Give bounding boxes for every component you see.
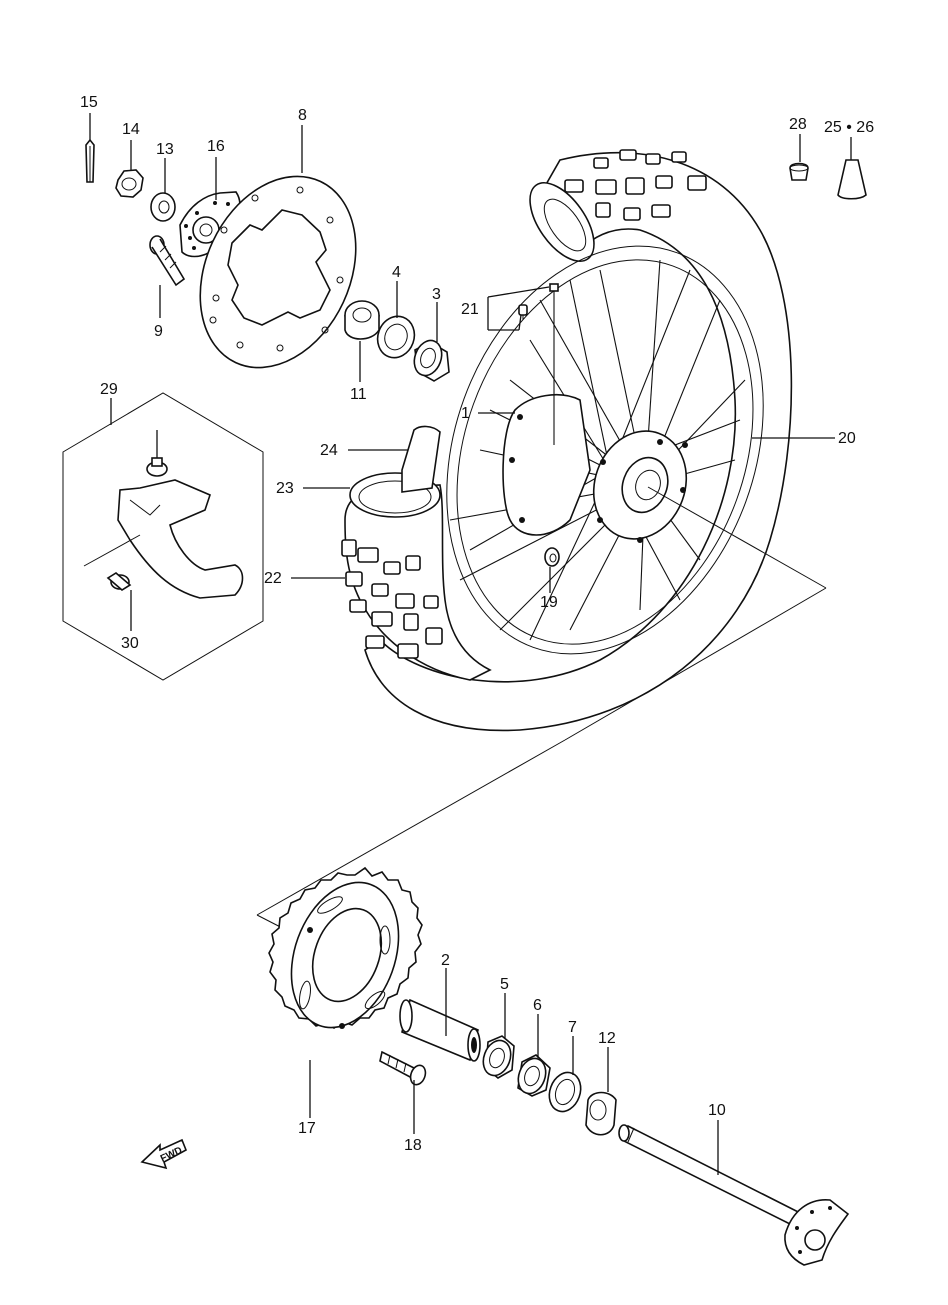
callout-3: 3 xyxy=(432,286,441,303)
callout-24: 24 xyxy=(320,442,338,459)
cotter-pin-drawing xyxy=(85,138,95,183)
spoke-set-drawing xyxy=(518,283,559,445)
callout-12: 12 xyxy=(598,1030,616,1047)
axle-nut-drawing xyxy=(115,169,144,198)
callout-25-26: 25 • 26 xyxy=(824,119,874,136)
callout-8: 8 xyxy=(298,107,307,124)
spacer-drawing xyxy=(344,300,380,340)
callout-10: 10 xyxy=(708,1102,726,1119)
washer-drawing xyxy=(150,192,176,222)
fwd-arrow-icon: FWD xyxy=(140,1138,188,1170)
rim-drawing xyxy=(446,245,764,655)
callout-2: 2 xyxy=(441,952,450,969)
rear-sprocket-drawing xyxy=(268,866,423,1029)
leader-lines xyxy=(89,113,852,1175)
brake-disc-drawing xyxy=(199,175,357,369)
callout-14: 14 xyxy=(122,121,140,138)
sprocket-spacer-drawing xyxy=(585,1091,617,1136)
disc-bolt-drawing xyxy=(149,235,186,287)
sprocket-bearing-2-drawing xyxy=(517,1054,551,1097)
oil-seal-drawing xyxy=(376,315,416,359)
callout-29: 30 xyxy=(121,635,139,652)
callouts: 15 14 13 16 8 9 4 3 11 21 1 24 23 22 19 … xyxy=(80,94,874,1154)
callout-27: 28 xyxy=(789,116,807,133)
callout-18: 18 xyxy=(404,1137,422,1154)
callout-13: 13 xyxy=(156,141,174,158)
callout-22: 22 xyxy=(264,570,282,587)
hub-drawing xyxy=(502,394,688,543)
callout-11: 11 xyxy=(350,386,367,403)
bearing-drawing xyxy=(413,339,450,382)
rim-band-drawing xyxy=(837,159,867,200)
callout-1: 1 xyxy=(461,405,470,422)
callout-21: 21 xyxy=(461,301,479,318)
sprocket-bolt-drawing xyxy=(379,1050,427,1086)
callout-5: 5 xyxy=(500,976,509,993)
callout-15: 15 xyxy=(80,94,98,111)
sprocket-bearing-drawing xyxy=(482,1035,515,1079)
callout-19: 19 xyxy=(540,594,558,611)
callout-17: 17 xyxy=(298,1120,316,1137)
spoke-nipple-drawing xyxy=(544,547,560,567)
callout-16: 16 xyxy=(207,138,225,155)
sprocket-oil-seal-drawing xyxy=(548,1071,582,1113)
tire-guard-drawing xyxy=(341,425,492,681)
spacer-tube-drawing xyxy=(399,998,481,1062)
callout-4: 4 xyxy=(392,264,401,281)
axle-drawing xyxy=(618,1124,850,1266)
callout-20: 20 xyxy=(838,430,856,447)
disc-guard-box xyxy=(62,392,264,681)
callout-9: 9 xyxy=(154,323,163,340)
callout-28: 29 xyxy=(100,381,118,398)
callout-23: 23 xyxy=(276,480,294,497)
callout-6: 6 xyxy=(533,997,542,1014)
valve-cap-drawing xyxy=(789,162,809,181)
callout-7: 7 xyxy=(568,1019,577,1036)
